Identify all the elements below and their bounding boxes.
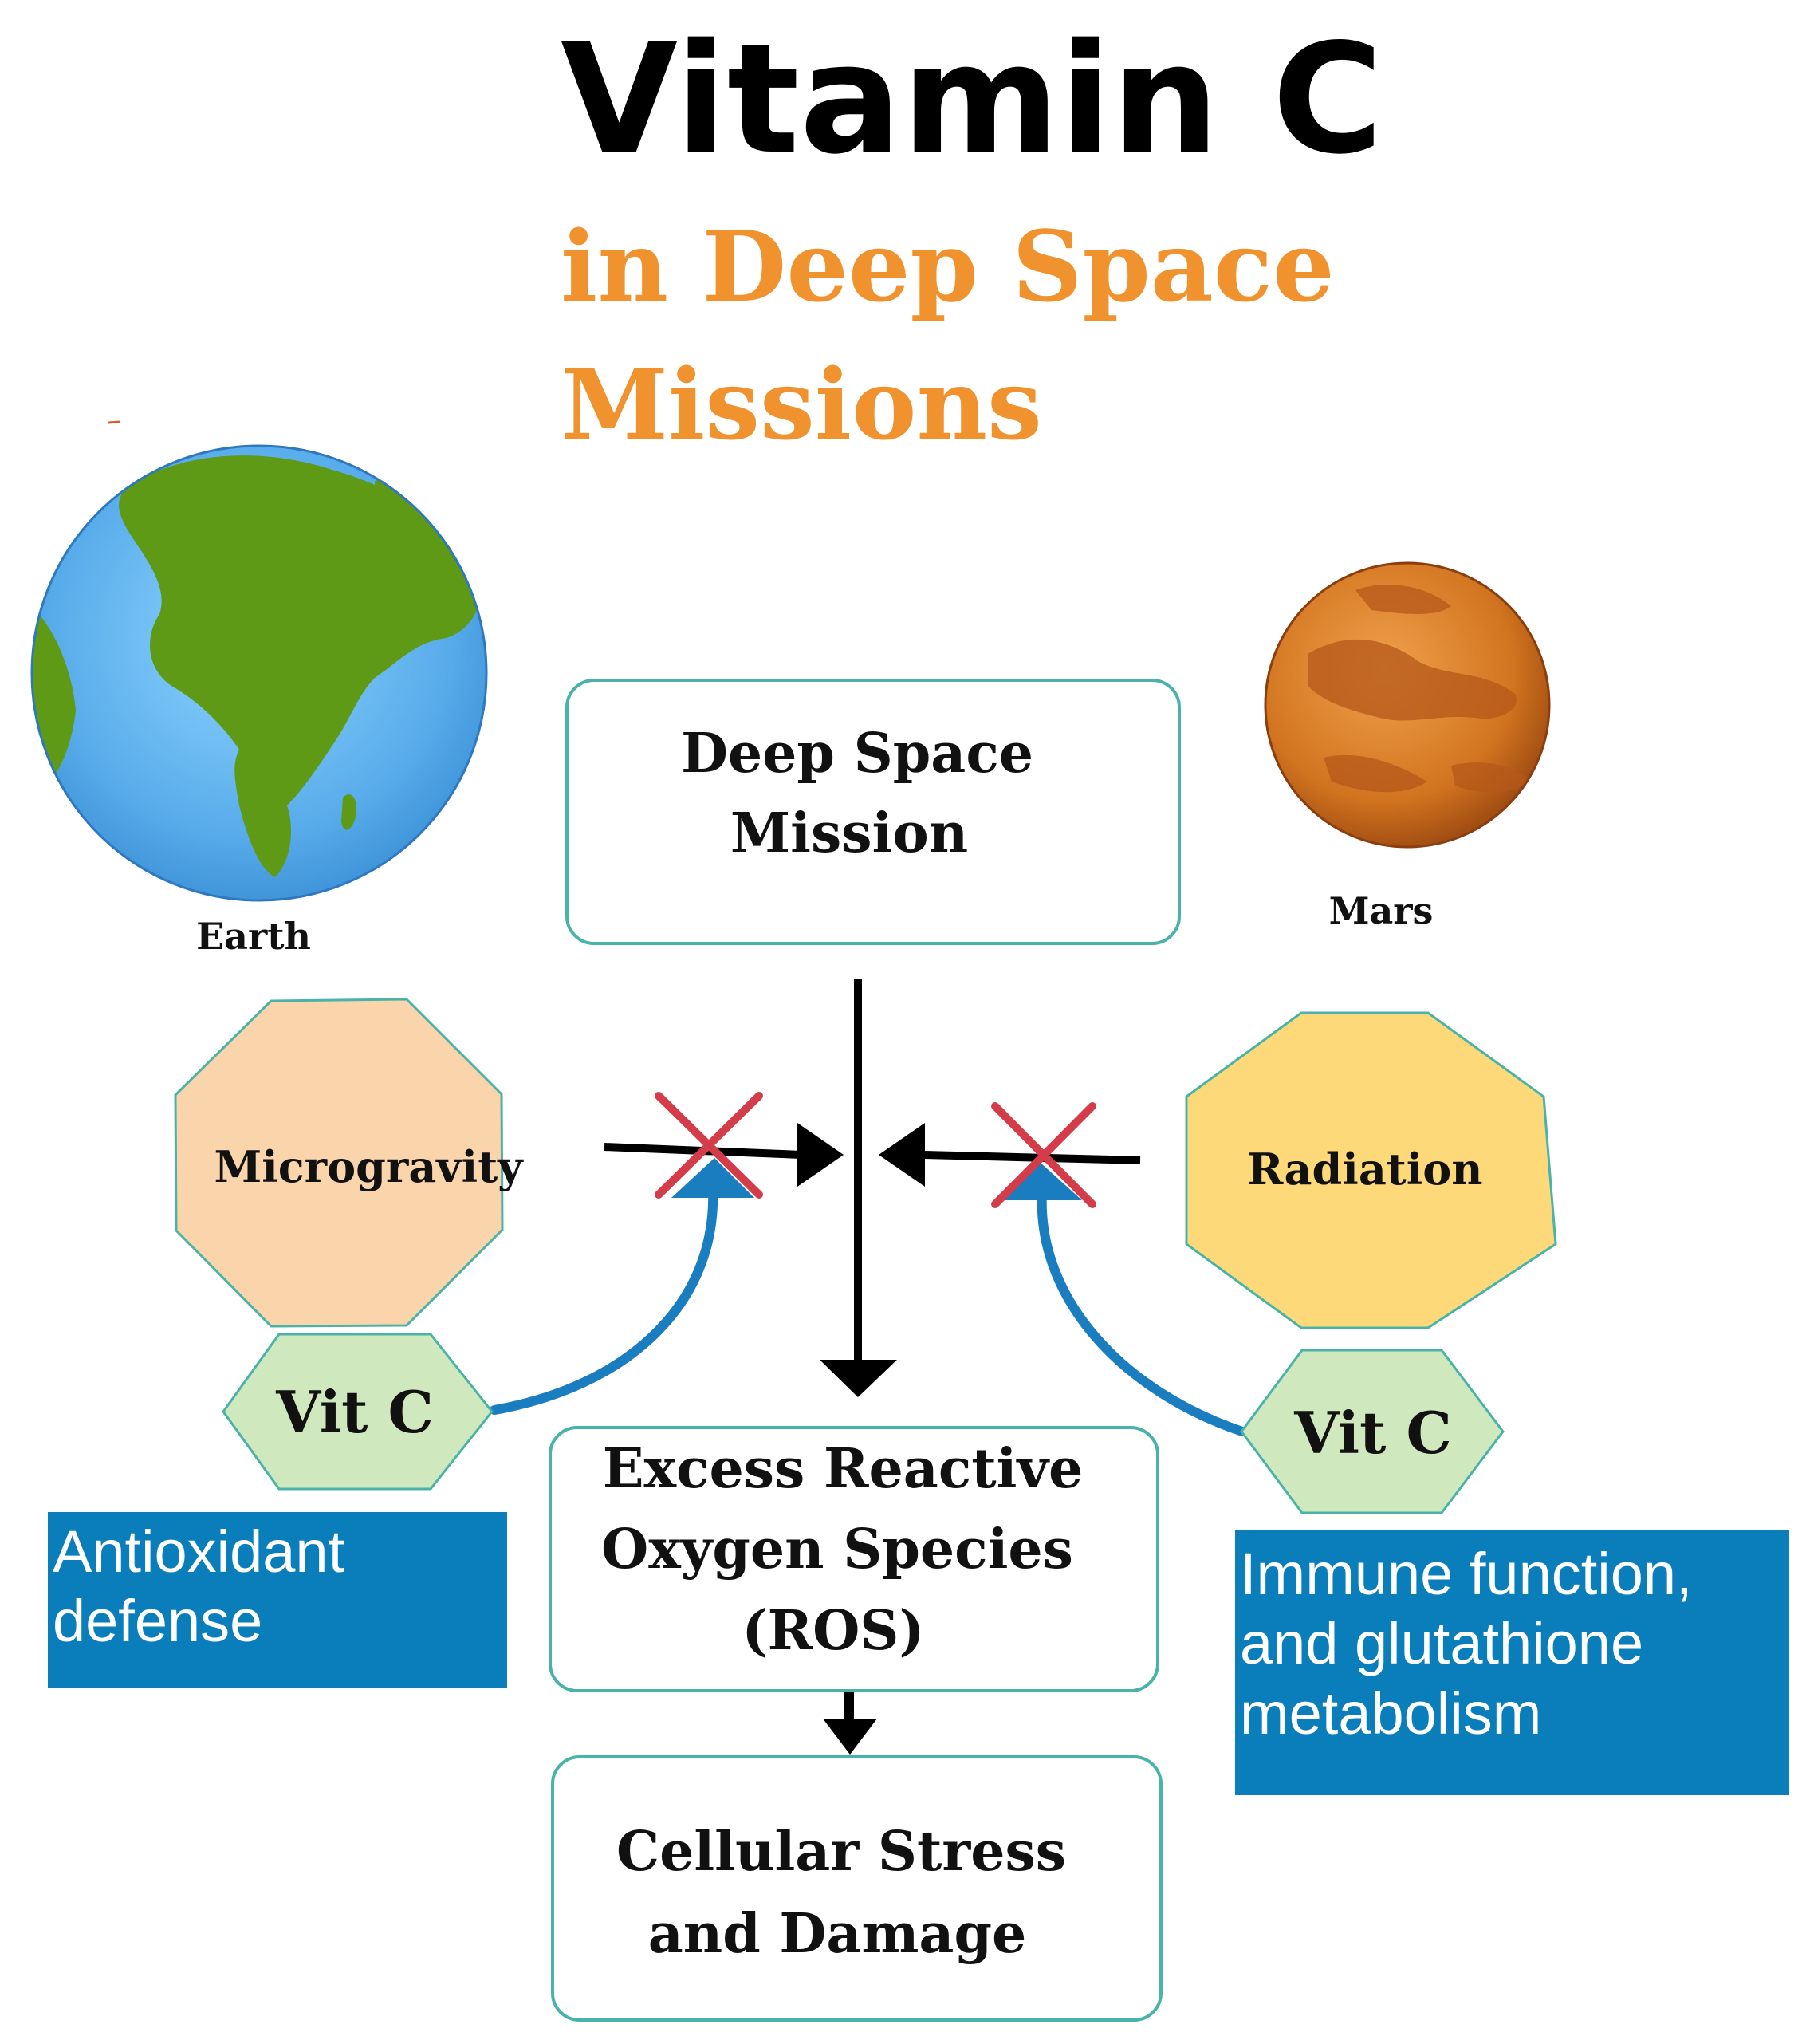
stray-red-mark [108, 420, 120, 424]
mars-label: Mars [1329, 889, 1434, 932]
title-sub-line1: in Deep Space [561, 209, 1335, 324]
ros-line-2: Oxygen Species [601, 1518, 1073, 1581]
mission-box: Deep Space Mission [565, 679, 1181, 945]
damage-line-1: Cellular Stress [616, 1820, 1066, 1884]
radiation-label: Radiation [1247, 1144, 1482, 1195]
right-block-cross-icon [991, 1102, 1096, 1208]
left-block-cross-icon [655, 1092, 763, 1199]
microgravity-label: Microgravity [214, 1141, 524, 1192]
earth-image [30, 444, 488, 902]
vitc-left-label: Vit C [275, 1378, 434, 1446]
earth-label: Earth [196, 915, 311, 958]
microgravity-node: Microgravity [174, 998, 524, 1328]
right-vitc-inhibit-arrow [999, 1163, 1247, 1436]
title-sub-line2: Missions [561, 347, 1042, 462]
antioxidant-note-line-1: Antioxidant [53, 1518, 345, 1585]
immune-note-line-3: metabolism [1240, 1680, 1542, 1747]
damage-box: Cellular Stress and Damage [551, 1755, 1163, 2022]
vitc-right-node: Vit C [1240, 1349, 1505, 1514]
mission-line-1: Deep Space [681, 722, 1033, 786]
mars-image [1264, 561, 1551, 849]
antioxidant-note-line-2: defense [53, 1588, 263, 1655]
antioxidant-note: Antioxidant defense [48, 1512, 507, 1688]
damage-line-2: and Damage [648, 1902, 1027, 1966]
ros-line-1: Excess Reactive [603, 1437, 1084, 1501]
title-main: Vitamin C [561, 11, 1383, 187]
immune-note: Immune function, and glutathione metabol… [1235, 1530, 1789, 1795]
radiation-arrow [879, 1123, 1141, 1187]
immune-note-line-2: and glutathione [1240, 1610, 1644, 1677]
immune-note-line-1: Immune function, [1240, 1541, 1693, 1607]
left-vitc-inhibit-arrow [490, 1158, 754, 1415]
ros-to-damage-arrow [823, 1692, 877, 1755]
radiation-node: Radiation [1185, 1011, 1557, 1329]
mission-to-ros-arrow [820, 979, 897, 1397]
ros-box: Excess Reactive Oxygen Species (ROS) [549, 1426, 1159, 1692]
vitc-left-node: Vit C [222, 1333, 494, 1491]
mission-line-2: Mission [730, 801, 968, 865]
ros-line-3: (ROS) [742, 1599, 924, 1663]
vitc-right-label: Vit C [1293, 1399, 1452, 1467]
